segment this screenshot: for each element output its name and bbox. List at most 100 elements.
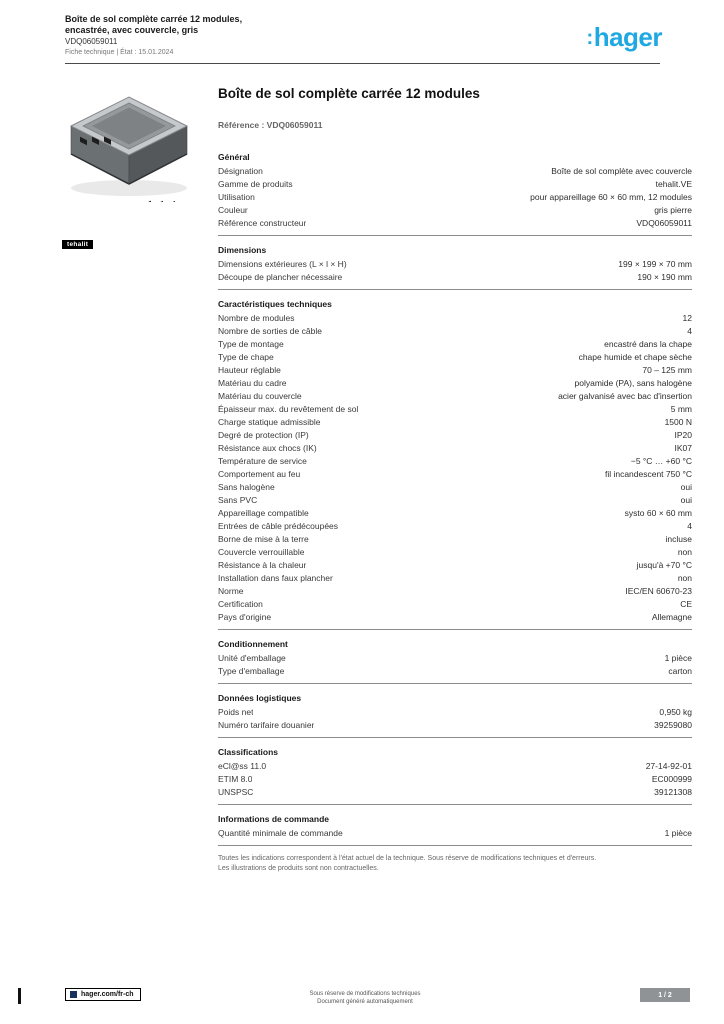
spec-row: Dimensions extérieures (L × l × H) 199 × …: [218, 258, 692, 271]
spec-value: 190 × 190 mm: [637, 272, 692, 282]
spec-value: fil incandescent 750 °C: [604, 469, 692, 479]
spec-row: Pays d'origine Allemagne: [218, 611, 692, 624]
spec-label: Charge statique admissible: [218, 417, 321, 427]
spec-label: Sans PVC: [218, 495, 258, 505]
product-title: Boîte de sol complète carrée 12 modules: [218, 86, 480, 101]
spec-value: 1 pièce: [664, 828, 692, 838]
spec-value: non: [677, 573, 692, 583]
brand-badge: tehalit: [62, 240, 94, 249]
spec-label: Pays d'origine: [218, 612, 272, 622]
header-product-title-line1: Boîte de sol complète carrée 12 modules,: [65, 14, 243, 24]
spec-label: Type de chape: [218, 352, 274, 362]
spec-label: Type de montage: [218, 339, 284, 349]
spec-value: pour appareillage 60 × 60 mm, 12 modules: [530, 192, 692, 202]
product-column: tehalit: [62, 88, 196, 249]
spec-value: non: [677, 547, 692, 557]
section-title: Général: [218, 152, 250, 162]
product-reference: Référence : VDQ06059011: [218, 120, 323, 130]
footer-center-line2: Document généré automatiquement: [317, 999, 413, 1005]
spec-value: acier galvanisé avec bac d'insertion: [558, 391, 692, 401]
spec-value: 27-14-92-01: [645, 761, 692, 771]
spec-value: CE: [680, 599, 692, 609]
spec-label: Norme: [218, 586, 244, 596]
spec-row: Nombre de sorties de câble 4: [218, 325, 692, 338]
header-reference: VDQ06059011: [65, 37, 118, 46]
header: Boîte de sol complète carrée 12 modules,…: [65, 14, 485, 58]
spec-label: Certification: [218, 599, 263, 609]
spec-row: eCl@ss 11.0 27-14-92-01: [218, 760, 692, 773]
spec-label: Installation dans faux plancher: [218, 573, 333, 583]
spec-row: Hauteur réglable 70 – 125 mm: [218, 364, 692, 377]
spec-label: Matériau du cadre: [218, 378, 287, 388]
spec-label: Matériau du couvercle: [218, 391, 302, 401]
spec-value: 0,950 kg: [659, 707, 692, 717]
footer-center-text: Sous réserve de modifications techniques…: [240, 990, 490, 1006]
spec-value: 199 × 199 × 70 mm: [618, 259, 692, 269]
spec-label: Hauteur réglable: [218, 365, 281, 375]
footer-center-line1: Sous réserve de modifications techniques: [309, 991, 421, 997]
section-title: Données logistiques: [218, 693, 302, 703]
spec-label: Désignation: [218, 166, 263, 176]
spec-label: Référence constructeur: [218, 218, 307, 228]
spec-value: oui: [680, 482, 692, 492]
spec-label: Entrées de câble prédécoupées: [218, 521, 339, 531]
spec-value: IK07: [674, 443, 693, 453]
spec-label: Poids net: [218, 707, 254, 717]
main-content: Boîte de sol complète carrée 12 modules …: [218, 86, 692, 874]
spec-label: Dimensions extérieures (L × l × H): [218, 259, 347, 269]
header-product-title-line2: encastrée, avec couvercle, gris: [65, 25, 199, 35]
spec-label: Gamme de produits: [218, 179, 293, 189]
spec-row: Découpe de plancher nécessaire 190 × 190 …: [218, 271, 692, 284]
spec-value: oui: [680, 495, 692, 505]
print-crop-mark: [18, 988, 21, 1004]
hager-logo-text: hager: [593, 22, 663, 52]
spec-row: Résistance aux chocs (IK)IK07: [218, 442, 692, 455]
hager-logo-colon: :: [586, 27, 594, 49]
spec-label: Couvercle verrouillable: [218, 547, 305, 557]
spec-label: eCl@ss 11.0: [218, 761, 267, 771]
spec-value: 70 – 125 mm: [642, 365, 692, 375]
spec-label: Appareillage compatible: [218, 508, 309, 518]
spec-value: IP20: [674, 430, 693, 440]
spec-label: Quantité minimale de commande: [218, 828, 343, 838]
header-meta: Fiche technique | État : 15.01.2024: [65, 49, 174, 56]
spec-label: Découpe de plancher nécessaire: [218, 272, 343, 282]
spec-row: Type de chape chape humide et chape sèche: [218, 351, 692, 364]
spec-row: Sans halogène oui: [218, 481, 692, 494]
spec-row: Comportement au feu fil incandescent 750 …: [218, 468, 692, 481]
spec-row: Sans PVC oui: [218, 494, 692, 507]
spec-label: Sans halogène: [218, 482, 275, 492]
footer-website-link[interactable]: hager.com/fr-ch: [65, 988, 141, 1001]
spec-value: VDQ06059011: [636, 218, 692, 228]
spec-value: jusqu'à +70 °C: [636, 560, 692, 570]
spec-value: 4: [687, 521, 692, 531]
footer-link-label: hager.com/fr-ch: [81, 991, 134, 998]
spec-row: Couvercle verrouillable non: [218, 546, 692, 559]
spec-value: 4: [687, 326, 692, 336]
spec-value: chape humide et chape sèche: [578, 352, 692, 362]
spec-label: Nombre de sorties de câble: [218, 326, 322, 336]
spec-value: −5 °C … +60 °C: [630, 456, 692, 466]
footer-link-square-icon: [70, 991, 77, 998]
spec-value: incluse: [665, 534, 692, 544]
spec-label: Type d'emballage: [218, 666, 285, 676]
spec-value: 39259080: [654, 720, 692, 730]
section-title: Caractéristiques techniques: [218, 299, 332, 309]
spec-label: Épaisseur max. du revêtement de sol: [218, 404, 359, 414]
section-title: Conditionnement: [218, 639, 288, 649]
spec-label: Comportement au feu: [218, 469, 301, 479]
spec-value: Allemagne: [651, 612, 692, 622]
section-title: Dimensions: [218, 245, 267, 255]
spec-label: UNSPSC: [218, 787, 254, 797]
spec-label: Nombre de modules: [218, 313, 295, 323]
